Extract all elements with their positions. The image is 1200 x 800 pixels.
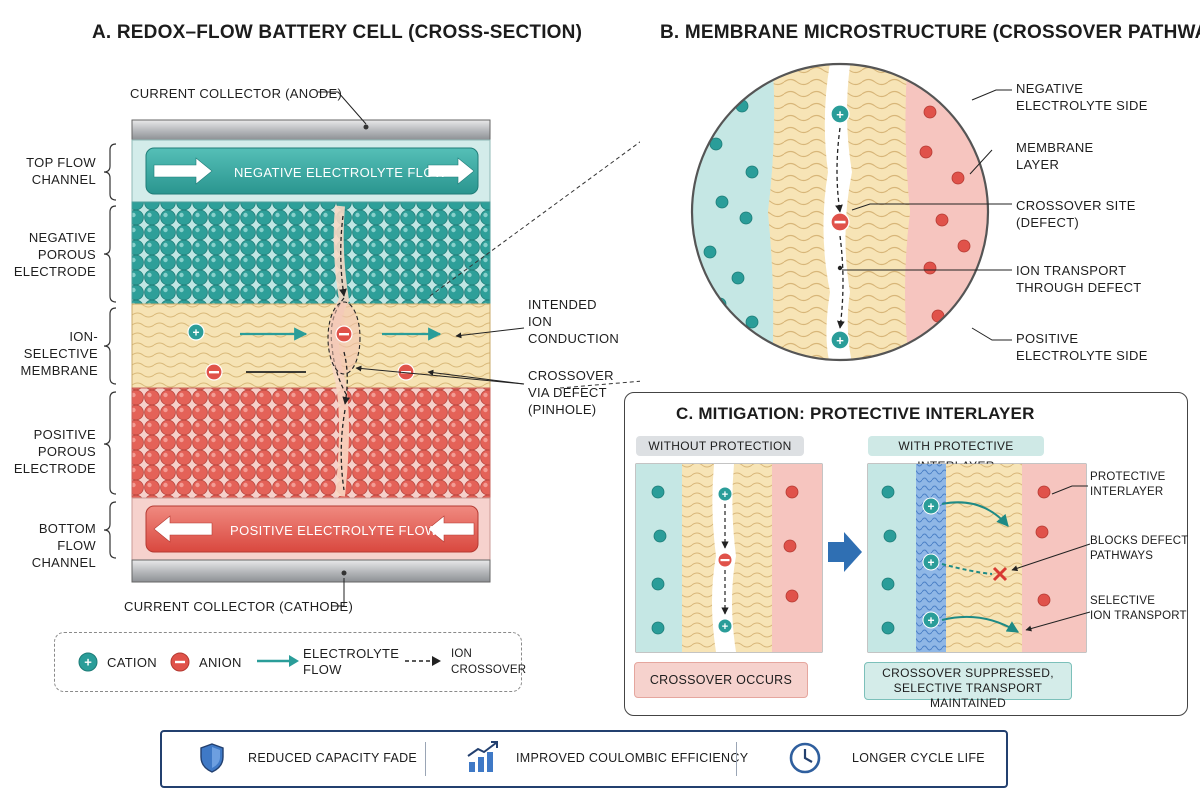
anode-collector [131, 119, 491, 141]
membrane-microstructure: + + [690, 62, 990, 362]
bar-chart-up-icon [467, 741, 498, 772]
benefits-bar: REDUCED CAPACITY FADE IMPROVED COULOMBIC… [160, 730, 1008, 788]
benefit-capacity: REDUCED CAPACITY FADE [248, 751, 418, 765]
svg-text:+: + [722, 621, 728, 633]
without-protection-header: WITHOUT PROTECTION [636, 436, 804, 456]
svg-text:+: + [927, 614, 934, 628]
anode-label: CURRENT COLLECTOR (ANODE) [130, 86, 343, 101]
benefit-efficiency: IMPROVED COULOMBIC EFFICIENCY [516, 751, 749, 765]
transition-arrow-icon [828, 532, 862, 572]
panel-a-title: A. REDOX–FLOW BATTERY CELL (CROSS-SECTIO… [92, 22, 583, 43]
positive-flow-text: POSITIVE ELECTROLYTE FLOW [230, 523, 438, 538]
clock-icon [789, 742, 821, 774]
benefit-cycle-life: LONGER CYCLE LIFE [852, 751, 985, 765]
negative-porous-electrode [131, 201, 491, 305]
flow-left-arrow-icon [427, 515, 475, 543]
panel-b-leaders [842, 89, 1012, 341]
svg-text:+: + [927, 500, 934, 514]
cathode-label: CURRENT COLLECTOR (CATHODE) [124, 599, 354, 614]
negative-flow-text: NEGATIVE ELECTROLYTE FLOW [234, 165, 447, 180]
flow-right-arrow-icon [153, 157, 213, 185]
svg-text:+: + [836, 107, 844, 122]
cation-icon [187, 323, 205, 341]
with-protection-diagram: + + + [867, 463, 1091, 653]
svg-text:+: + [927, 556, 934, 570]
with-protection-header: WITH PROTECTIVE INTERLAYER [868, 436, 1044, 473]
positive-porous-electrode [131, 387, 491, 499]
svg-text:+: + [722, 489, 728, 501]
blocked-x-icon [992, 566, 1008, 582]
flow-right-arrow-icon [427, 157, 475, 185]
crossover-arrow-icon [405, 656, 441, 666]
cathode-collector [131, 559, 491, 583]
anion-icon [170, 652, 190, 672]
crossover-site-label: CROSSOVER SITE(DEFECT) [1016, 198, 1136, 230]
crossover-suppressed-result: CROSSOVER SUPPRESSED,SELECTIVE TRANSPORT… [864, 662, 1072, 710]
flow-arrow-icon [257, 655, 299, 667]
without-protection-diagram: + + [635, 463, 823, 653]
svg-text:+: + [192, 326, 199, 340]
cation-icon: + [78, 652, 98, 672]
shield-icon [200, 743, 224, 773]
legend-cation: CATION [107, 655, 157, 670]
mitigation-comparison: + + + + + [635, 463, 1091, 653]
cell-cross-section: + [103, 91, 640, 607]
legend-anion: ANION [199, 655, 242, 670]
flow-left-arrow-icon [153, 515, 213, 543]
svg-text:+: + [84, 655, 92, 670]
panel-b-title: B. MEMBRANE MICROSTRUCTURE (CROSSOVER PA… [660, 22, 1200, 43]
panel-c-title: C. MITIGATION: PROTECTIVE INTERLAYER [676, 404, 1035, 423]
svg-text:+: + [836, 333, 844, 348]
crossover-occurs-result: CROSSOVER OCCURS [634, 662, 808, 698]
